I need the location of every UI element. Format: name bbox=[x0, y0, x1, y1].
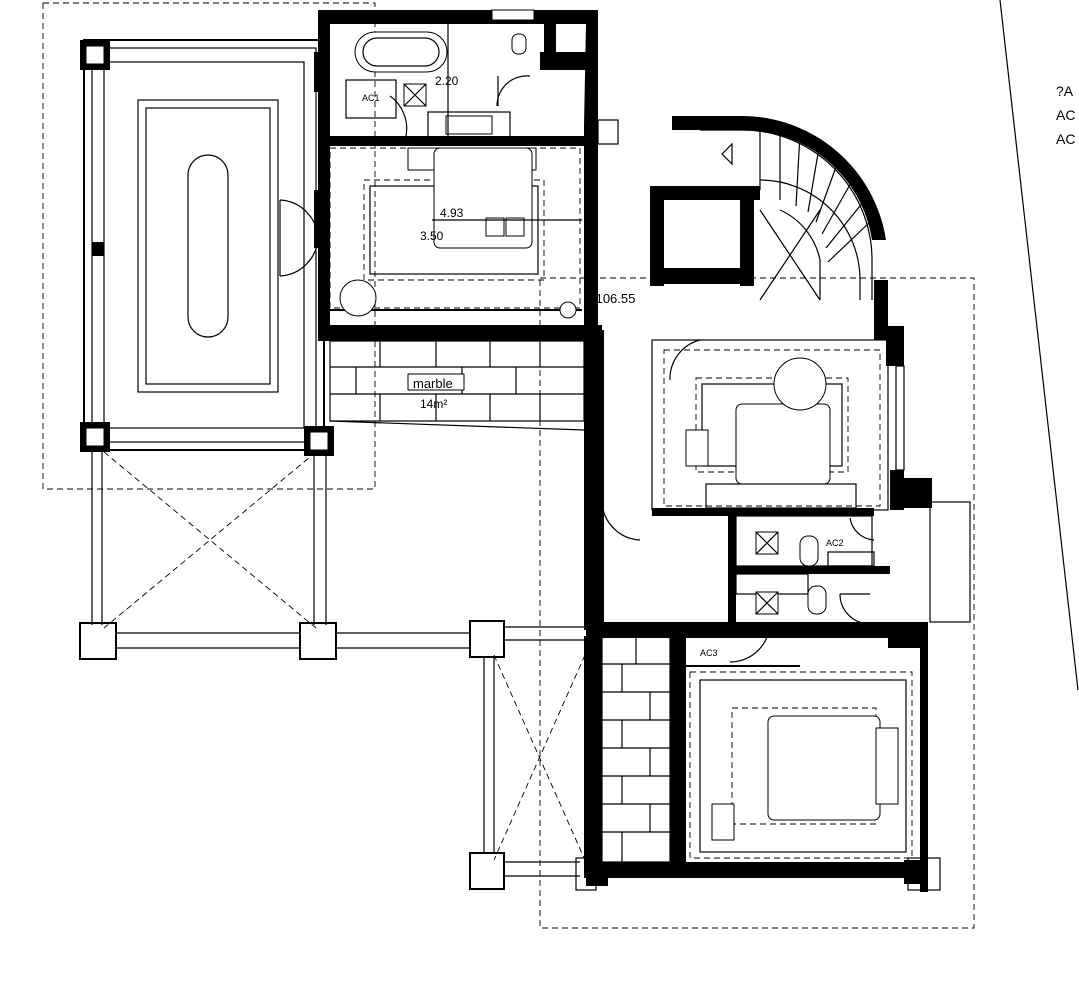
dimension-width: 2.20 bbox=[435, 74, 459, 88]
floor-area-label: 14m² bbox=[420, 397, 447, 411]
master-bedroom bbox=[279, 147, 582, 319]
master-bathroom bbox=[345, 9, 535, 139]
elevation-marker: +106.55 bbox=[588, 291, 635, 306]
floor-material-label: marble bbox=[413, 376, 453, 391]
bathroom-2 bbox=[729, 515, 875, 663]
dimension-depth: 3.50 bbox=[420, 229, 444, 243]
marble-foyer bbox=[329, 340, 585, 431]
windows bbox=[575, 119, 941, 891]
pergola bbox=[79, 450, 588, 890]
dimension-length: 4.93 bbox=[440, 206, 464, 220]
ac1-label: AC1 bbox=[362, 93, 380, 103]
roof-outline bbox=[42, 0, 1079, 929]
staircase bbox=[700, 129, 873, 301]
labels: 2.20 4.93 3.50 AC1 AC2 AC3 +106.55 marbl… bbox=[362, 74, 1075, 658]
ac2-label: AC2 bbox=[826, 538, 844, 548]
legend-line-3: AC bbox=[1056, 131, 1075, 147]
legend-line-2: AC bbox=[1056, 107, 1075, 123]
bedroom-2 bbox=[601, 339, 905, 541]
bedroom-3 bbox=[601, 635, 913, 863]
terrace bbox=[80, 39, 334, 456]
legend-line-1: ?A bbox=[1056, 83, 1074, 99]
ac3-label: AC3 bbox=[700, 648, 718, 658]
walls bbox=[314, 10, 932, 892]
